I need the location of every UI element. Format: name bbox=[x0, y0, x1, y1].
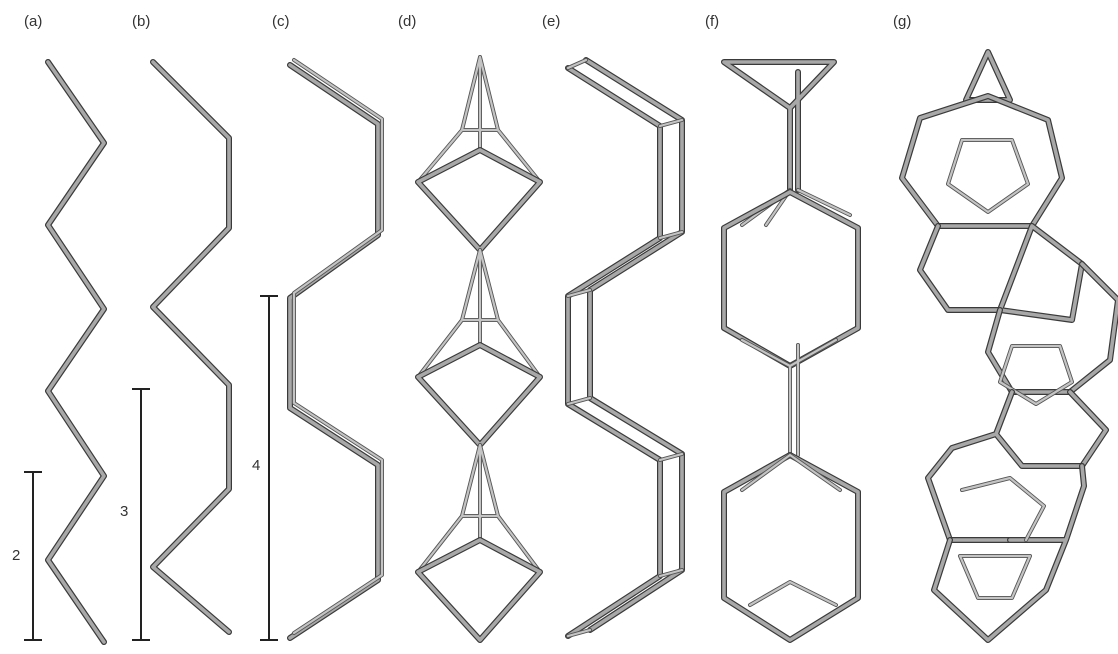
scale-bar-a: 2 bbox=[12, 471, 42, 641]
scale-bar-label-c: 4 bbox=[252, 457, 260, 474]
chain-f-cages bbox=[721, 59, 861, 643]
scale-bar-label-a: 2 bbox=[12, 547, 20, 564]
scale-bar-label-b: 3 bbox=[120, 503, 128, 520]
panel-label-f: (f) bbox=[705, 13, 719, 30]
panel-label-a: (a) bbox=[24, 13, 42, 30]
panel-label-e: (e) bbox=[542, 13, 560, 30]
chain-e-ladder bbox=[565, 57, 685, 639]
scale-bar-c: 4 bbox=[252, 295, 278, 641]
chain-b-period3 bbox=[150, 59, 232, 635]
chain-a-zigzag bbox=[45, 59, 107, 645]
panel-label-g: (g) bbox=[893, 13, 911, 30]
panel-label-c: (c) bbox=[272, 13, 290, 30]
chain-d-polyhedra bbox=[415, 55, 543, 643]
chain-g-pentagonal-cages bbox=[899, 49, 1118, 643]
scale-bar-b: 3 bbox=[120, 388, 150, 641]
panel-label-b: (b) bbox=[132, 13, 150, 30]
panel-label-d: (d) bbox=[398, 13, 416, 30]
chain-c-period4 bbox=[287, 58, 384, 641]
